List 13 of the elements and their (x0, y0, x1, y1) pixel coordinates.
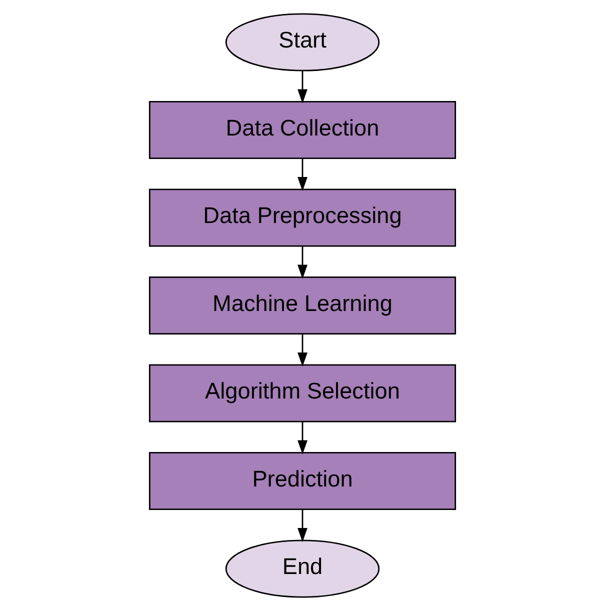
arrow (298, 510, 308, 542)
arrow (298, 71, 308, 104)
node-box: Algorithm Selection (148, 364, 456, 422)
node-box: Machine Learning (148, 276, 456, 335)
node-ellipse: End (225, 540, 380, 598)
arrow (298, 334, 308, 367)
node-box: Data Preprocessing (148, 188, 456, 247)
node-box: Data Collection (148, 101, 456, 160)
node-box: Prediction (148, 452, 456, 510)
arrow (298, 422, 308, 454)
arrow (298, 246, 308, 279)
node-ellipse: Start (225, 13, 380, 72)
arrow (298, 158, 308, 192)
